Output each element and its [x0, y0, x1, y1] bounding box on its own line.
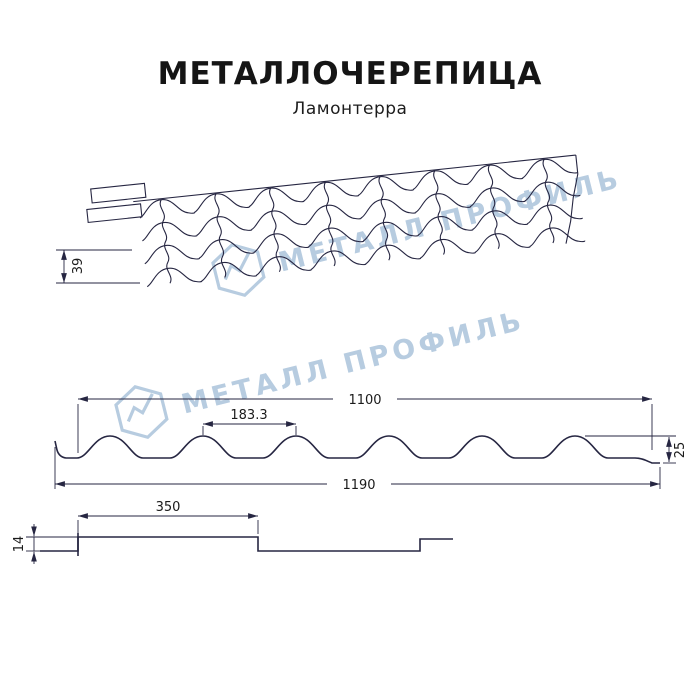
- dim-label-profile-height: 25: [673, 442, 688, 459]
- dimension-25: [585, 435, 676, 464]
- label-background: [333, 391, 397, 407]
- logo-check: [223, 251, 251, 281]
- roof-top-edge: [133, 154, 576, 203]
- dimension-39: [56, 249, 140, 284]
- dimension-350: [77, 513, 259, 534]
- tile-row: [140, 178, 581, 243]
- logo-hexagon: [211, 243, 266, 298]
- profile-cross-section: [54, 396, 676, 489]
- profile-curve: [54, 435, 660, 464]
- logo-check: [126, 393, 154, 423]
- dimension-14: [26, 524, 78, 564]
- dim-label-step-height: 14: [12, 536, 27, 553]
- label-background: [327, 476, 391, 492]
- tile-row: [144, 224, 586, 288]
- dimension-183: [202, 421, 297, 435]
- dim-label-wave-step: 183.3: [230, 408, 267, 423]
- step-profile: [26, 513, 453, 564]
- logo-hexagon: [114, 385, 169, 440]
- step-curve: [40, 536, 453, 552]
- tile-row: [142, 201, 584, 266]
- roof-right-edge: [565, 155, 579, 244]
- page-subtitle: Ламонтерра: [292, 99, 408, 119]
- brand-logo-icon: [211, 243, 266, 298]
- gable-board-bottom: [86, 203, 143, 224]
- page-title: МЕТАЛЛОЧЕРЕПИЦА: [157, 56, 543, 92]
- gable-board-top: [90, 182, 147, 204]
- dim-label-cover-width: 1100: [348, 393, 381, 408]
- dim-label-module-length: 350: [156, 500, 181, 515]
- dim-label-sheet-width: 1190: [342, 478, 375, 493]
- brand-logo-icon: [114, 385, 169, 440]
- roof-perspective-view: [86, 154, 586, 288]
- tile-row: [137, 155, 579, 220]
- dim-label-batten-height: 39: [71, 258, 86, 275]
